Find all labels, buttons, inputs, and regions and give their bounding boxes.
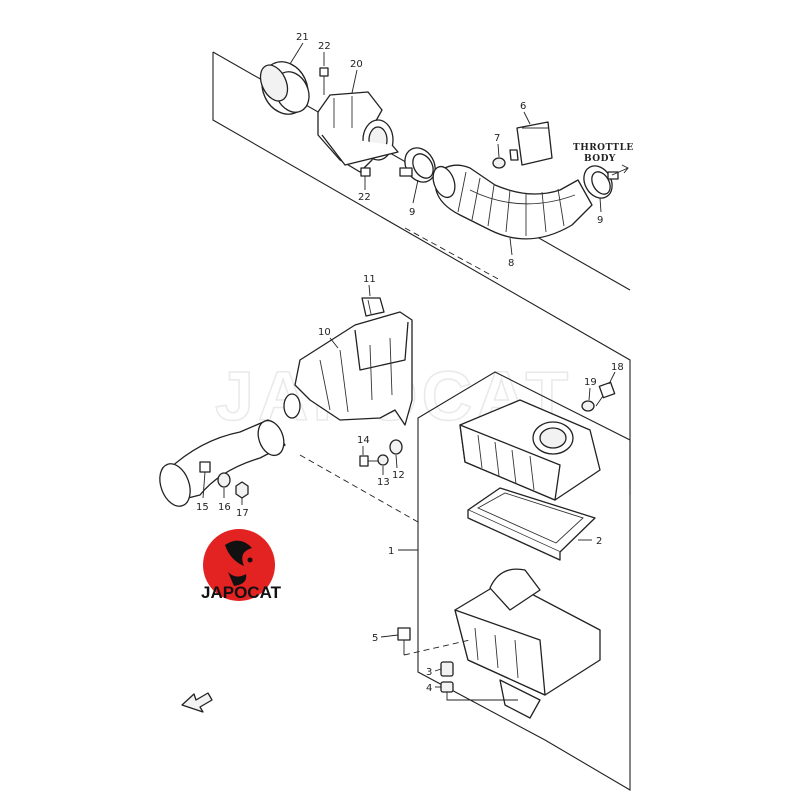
part-8-intake-hose: [432, 164, 593, 240]
callout-22: 22: [318, 41, 331, 52]
callout-16: 16: [218, 502, 231, 513]
part-20-airflow-meter: [317, 91, 399, 173]
part-2-filter-element: [467, 487, 596, 561]
logo-badge: [203, 529, 275, 601]
part-16-bushing: [217, 472, 231, 488]
callout-21: 21: [296, 32, 309, 43]
callout-14: 14: [357, 435, 370, 446]
callout-9: 9: [409, 207, 415, 218]
front-direction-arrow-icon: [181, 692, 213, 713]
throttle-body-arrow-icon: [611, 164, 629, 176]
part-21-seal-ring: [259, 61, 310, 115]
throttle-body-label-line1: THROTTLE: [573, 143, 634, 153]
part-1-air-cleaner-case-upper: [459, 399, 601, 501]
callout-11: 11: [363, 274, 376, 285]
callout-3: 3: [426, 667, 432, 678]
callout-13: 13: [377, 477, 390, 488]
callout-15: 15: [196, 502, 209, 513]
japocat-logo: JAPOCAT: [201, 529, 282, 602]
callout-20: 20: [350, 59, 363, 70]
callout-1: 1: [388, 546, 394, 557]
part-1-air-cleaner-case-lower: [454, 568, 601, 719]
logo-wordmark: JAPOCAT: [201, 583, 282, 602]
callout-6: 6: [520, 101, 526, 112]
bolt-leader-dashed: [403, 639, 471, 656]
part-19-grommet: [581, 400, 595, 412]
part-3-damper: [440, 661, 454, 677]
part-5-bolt: [397, 627, 411, 655]
part-13-washer: [377, 454, 389, 466]
callout-2: 2: [596, 536, 602, 547]
callout-7: 7: [494, 133, 500, 144]
callout-17: 17: [236, 508, 249, 519]
part-9-hose-clamp-right: [583, 165, 619, 199]
part-17-nut: [235, 481, 249, 499]
callout-18: 18: [611, 362, 624, 373]
part-14-bolt: [359, 455, 378, 467]
callout-9: 9: [597, 215, 603, 226]
air-cleaner-frame: [417, 371, 631, 791]
part-10-resonator-duct: [283, 311, 413, 426]
part-11-clip: [361, 297, 385, 317]
throttle-body-label-line2: BODY: [584, 154, 616, 164]
callout-10: 10: [318, 327, 331, 338]
part-9-hose-clamp-left: [399, 147, 436, 183]
callout-8: 8: [508, 258, 514, 269]
part-7-gasket: [492, 157, 506, 169]
upper-assembly-frame: [212, 52, 631, 495]
callout-12: 12: [392, 470, 405, 481]
frame-link-dashed-upper: [404, 227, 501, 281]
callout-5: 5: [372, 633, 378, 644]
part-4-collar: [440, 681, 454, 693]
callout-22: 22: [358, 192, 371, 203]
part-18-intake-temp-sensor: [595, 381, 616, 407]
callout-4: 4: [426, 683, 432, 694]
part-15-inlet-duct: [159, 419, 286, 507]
part-6-resonator: [509, 121, 553, 166]
part-12-grommet: [389, 439, 403, 455]
part-22-bolt-upper: [319, 67, 329, 95]
part-22-bolt-lower: [360, 167, 371, 182]
callout-19: 19: [584, 377, 597, 388]
frame-link-dashed: [299, 454, 419, 523]
